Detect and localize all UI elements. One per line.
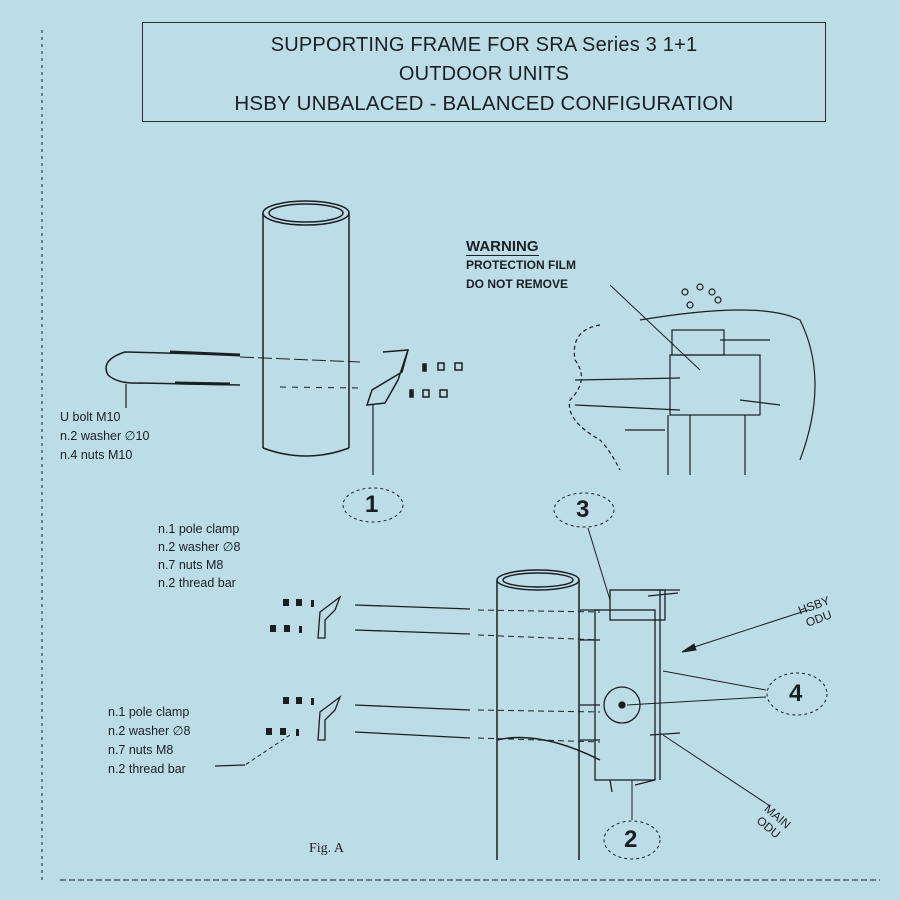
callout-3: 3 (576, 496, 590, 523)
callout-2: 2 (624, 826, 638, 853)
title-block: SUPPORTING FRAME FOR SRA Series 3 1+1 OU… (142, 22, 826, 122)
part-item: n.2 washer ∅10 (60, 429, 150, 443)
warning-line-2: DO NOT REMOVE (466, 277, 569, 291)
title-line-3: HSBY UNBALACED - BALANCED CONFIGURATION (234, 92, 734, 115)
ubolt-parts-list: U bolt M10 n.2 washer ∅10 n.4 nuts M10 (60, 408, 149, 465)
pole-1 (262, 200, 350, 457)
pole-2 (496, 569, 601, 860)
warning-line-1: PROTECTION FILM (466, 258, 576, 272)
part-item: U bolt M10 (60, 410, 121, 424)
title-line-2: OUTDOOR UNITS (398, 63, 570, 85)
part-item: n.1 pole clamp (158, 522, 240, 536)
part-item: n.7 nuts M8 (108, 743, 174, 757)
detail-view (568, 283, 816, 475)
callout-1: 1 (365, 491, 379, 518)
title-line-1: SUPPORTING FRAME FOR SRA Series 3 1+1 (270, 34, 698, 56)
part-item: n.2 thread bar (108, 762, 186, 776)
part-item: n.4 nuts M10 (60, 448, 133, 462)
warning-heading: WARNING (466, 238, 539, 256)
part-item: n.1 pole clamp (108, 705, 190, 719)
thread-bars (214, 595, 601, 767)
part-item: n.7 nuts M8 (158, 558, 224, 572)
u-bolt (105, 350, 361, 408)
lower-clamp-parts-list: n.1 pole clamp n.2 washer ∅8 n.7 nuts M8… (108, 703, 190, 779)
upper-clamp-parts-list: n.1 pole clamp n.2 washer ∅8 n.7 nuts M8… (158, 520, 240, 592)
part-item: n.2 washer ∅8 (108, 724, 191, 738)
callout-leaders (342, 487, 828, 860)
clamp-1 (365, 349, 463, 475)
callout-4: 4 (789, 680, 803, 707)
odu-frame (580, 589, 681, 793)
part-item: n.2 thread bar (158, 576, 236, 590)
part-item: n.2 washer ∅8 (158, 540, 241, 554)
warning-note: WARNING PROTECTION FILM DO NOT REMOVE (466, 238, 576, 294)
figure-caption: Fig. A (309, 841, 345, 856)
